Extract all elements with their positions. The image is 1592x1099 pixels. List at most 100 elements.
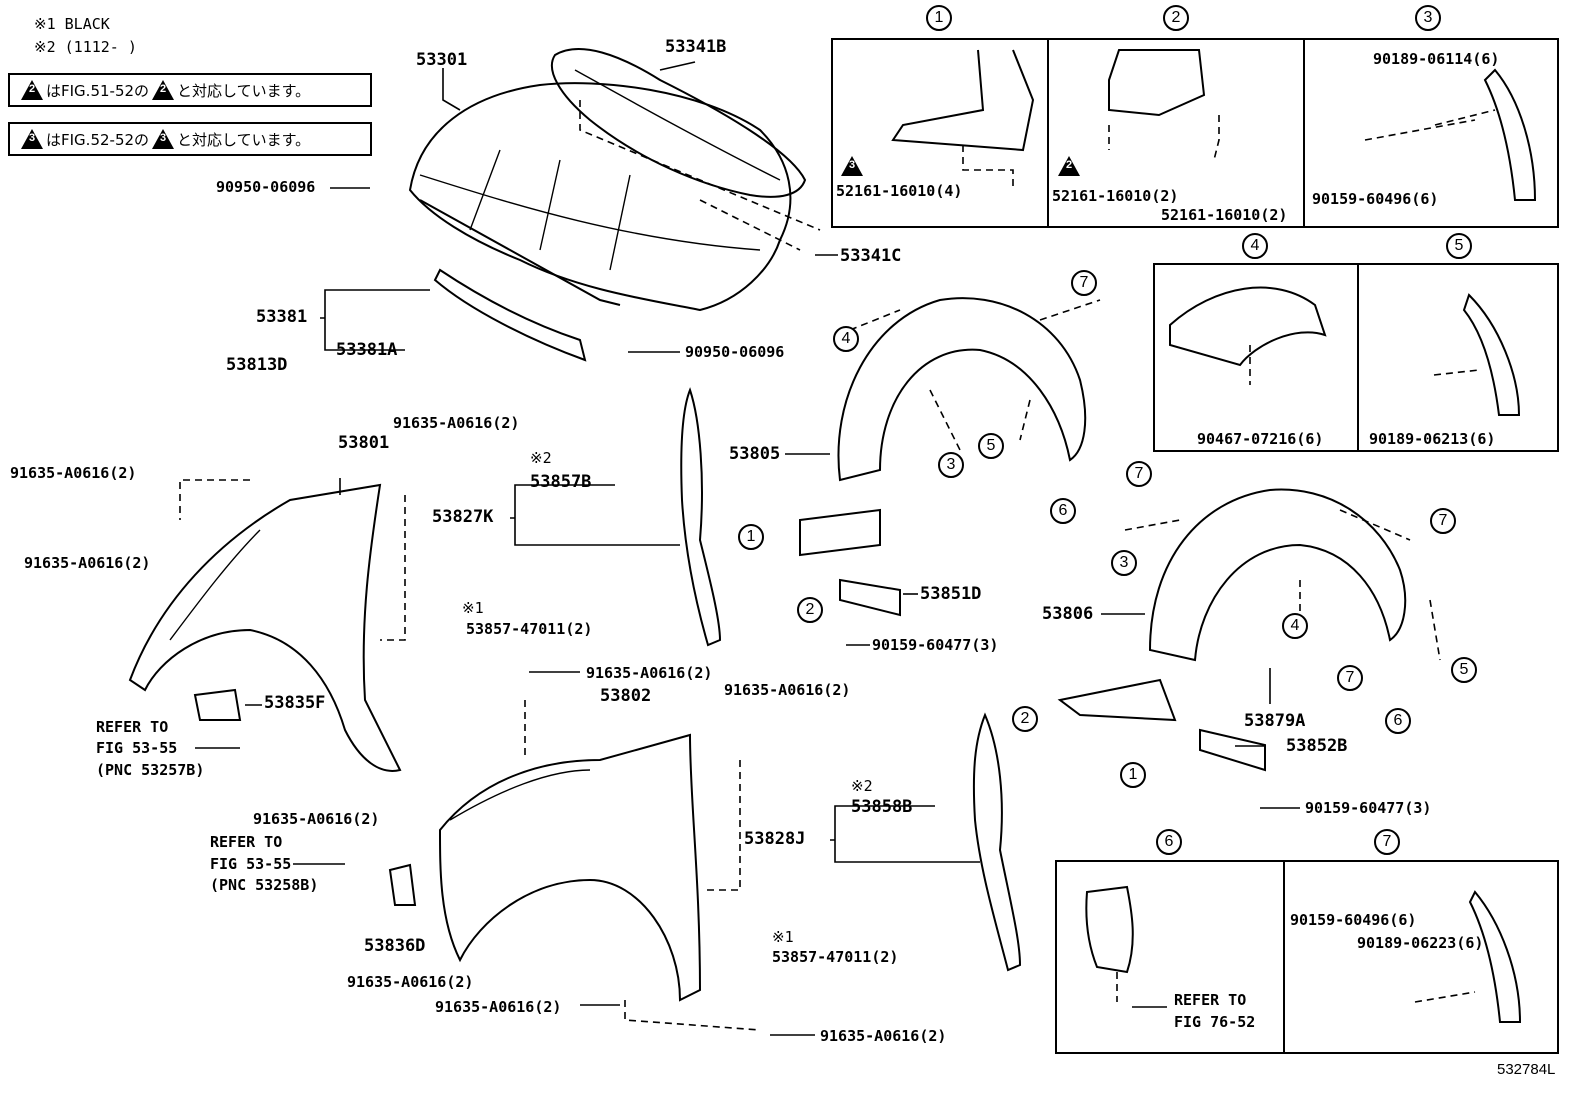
inset-5-drawing (1433, 293, 1521, 416)
label-91635-5: 91635-A0616(2) (586, 664, 713, 682)
notice-text-a: はFIG.52-52の (46, 130, 150, 149)
label-91635-7: 91635-A0616(2) (347, 973, 474, 991)
label-53801: 53801 (338, 433, 390, 453)
triangle-3-icon: 3 (152, 129, 175, 149)
bracket-53836d-drawing (388, 863, 417, 906)
marker-note2-b: ※2 (851, 777, 873, 795)
label-90950-a: 90950-06096 (216, 178, 316, 196)
callout-3: 3 (938, 452, 964, 478)
callout-2: 2 (797, 597, 823, 623)
label-53857-47011-b: 53857-47011(2) (772, 948, 899, 966)
label-53836d: 53836D (364, 936, 426, 956)
refer-1-line2: FIG 53-55 (96, 739, 178, 757)
drawing-id: 532784L (1497, 1061, 1556, 1078)
inset-3-number: 3 (1415, 5, 1441, 31)
callout-5: 5 (978, 433, 1004, 459)
label-53813d: 53813D (226, 355, 288, 375)
inset-7-number: 7 (1374, 829, 1400, 855)
label-53806: 53806 (1042, 604, 1094, 624)
inset-6-refer-line2: FIG 76-52 (1174, 1013, 1256, 1031)
triangle-3-icon: 3 (21, 129, 43, 149)
inset-4-part: 90467-07216(6) (1197, 430, 1324, 448)
callout-2: 2 (1012, 706, 1038, 732)
callout-7: 7 (1126, 461, 1152, 487)
inset-3-drawing (1364, 68, 1537, 201)
seal-53827k-drawing (680, 387, 722, 647)
label-53341c: 53341C (840, 246, 902, 266)
label-53879a: 53879A (1244, 711, 1306, 731)
inset-2-part-b: 52161-16010(2) (1161, 206, 1288, 224)
refer-2-line1: REFER TO (210, 833, 283, 851)
label-53802: 53802 (600, 686, 652, 706)
inset-4-number: 4 (1242, 233, 1268, 259)
notice-text-b: と対応しています。 (177, 130, 311, 149)
liner-53806-drawing (1057, 488, 1441, 722)
callout-5: 5 (1451, 657, 1477, 683)
inset-6-number: 6 (1156, 829, 1182, 855)
hood-seal-drawing (550, 48, 821, 251)
label-91635-4: 91635-A0616(2) (253, 810, 380, 828)
callout-7: 7 (1337, 665, 1363, 691)
inset-5: 90189-06213(6) (1357, 263, 1559, 452)
label-53381: 53381 (256, 307, 308, 327)
marker-note2-a: ※2 (530, 449, 552, 467)
label-53851d: 53851D (920, 584, 982, 604)
label-91635-8: 91635-A0616(2) (435, 998, 562, 1016)
inset-7-drawing (1414, 890, 1522, 1023)
refer-1-line1: REFER TO (96, 718, 169, 736)
label-53805: 53805 (729, 444, 781, 464)
label-53301: 53301 (416, 50, 468, 70)
hood-drawing (408, 82, 792, 312)
inset-7: 90159-60496(6) 90189-06223(6) (1283, 860, 1559, 1054)
inset-7-part-b: 90189-06223(6) (1357, 934, 1484, 952)
label-53341b: 53341B (665, 37, 727, 57)
inset-2-part-a: 52161-16010(2) (1052, 187, 1179, 205)
label-53857b: 53857B (530, 472, 592, 492)
hood-strip-drawing (433, 268, 587, 362)
refer-2-line3: (PNC 53258B) (210, 876, 319, 894)
fender-left-drawing (128, 479, 406, 772)
liner-53805-drawing (799, 297, 1101, 557)
label-53827k: 53827K (432, 507, 494, 527)
label-90159-60477-b: 90159-60477(3) (1305, 799, 1432, 817)
inset-3-part-b: 90159-60496(6) (1312, 190, 1439, 208)
callout-3: 3 (1111, 550, 1137, 576)
inset-6-refer-line1: REFER TO (1174, 991, 1247, 1009)
inset-6-drawing (1085, 885, 1167, 1008)
inset-4-drawing (1169, 286, 1327, 385)
leader-lines (195, 61, 1300, 1036)
marker-note1-b: ※1 (772, 928, 794, 946)
inset-1: 3 52161-16010(4) (831, 38, 1049, 228)
notice-fig51: 2 はFIG.51-52の 2 と対応しています。 (8, 73, 372, 107)
label-53381a: 53381A (336, 340, 398, 360)
inset-5-part: 90189-06213(6) (1369, 430, 1496, 448)
inset-7-part-a: 90159-60496(6) (1290, 911, 1417, 929)
notice-text-b: と対応しています。 (177, 81, 311, 100)
callout-1: 1 (738, 524, 764, 550)
note-date-range: ※2 (1112- ) (34, 38, 137, 56)
triangle-3-icon: 3 (841, 156, 863, 176)
notice-text-a: はFIG.51-52の (46, 81, 150, 100)
seal-53828j-drawing (972, 712, 1022, 972)
inset-2-drawing (1108, 49, 1220, 161)
bracket-53835f-drawing (193, 688, 242, 721)
callout-7: 7 (1430, 508, 1456, 534)
label-53858b: 53858B (851, 797, 913, 817)
label-91635-3: 91635-A0616(2) (24, 554, 151, 572)
callout-4: 4 (1282, 613, 1308, 639)
callout-4: 4 (833, 326, 859, 352)
bracket-53851d-drawing (839, 578, 901, 617)
inset-1-part: 52161-16010(4) (836, 182, 963, 200)
inset-5-number: 5 (1446, 233, 1472, 259)
inset-1-number: 1 (926, 5, 952, 31)
inset-3: 90189-06114(6) 90159-60496(6) (1303, 38, 1559, 228)
fender-right-drawing (438, 700, 761, 1031)
marker-note1-a: ※1 (462, 599, 484, 617)
label-53835f: 53835F (264, 693, 326, 713)
notice-fig52: 3 はFIG.52-52の 3 と対応しています。 (8, 122, 372, 156)
callout-6: 6 (1385, 708, 1411, 734)
label-91635-2: 91635-A0616(2) (393, 414, 520, 432)
label-91635-1: 91635-A0616(2) (10, 464, 137, 482)
inset-2: 2 52161-16010(2) 52161-16010(2) (1047, 38, 1305, 228)
